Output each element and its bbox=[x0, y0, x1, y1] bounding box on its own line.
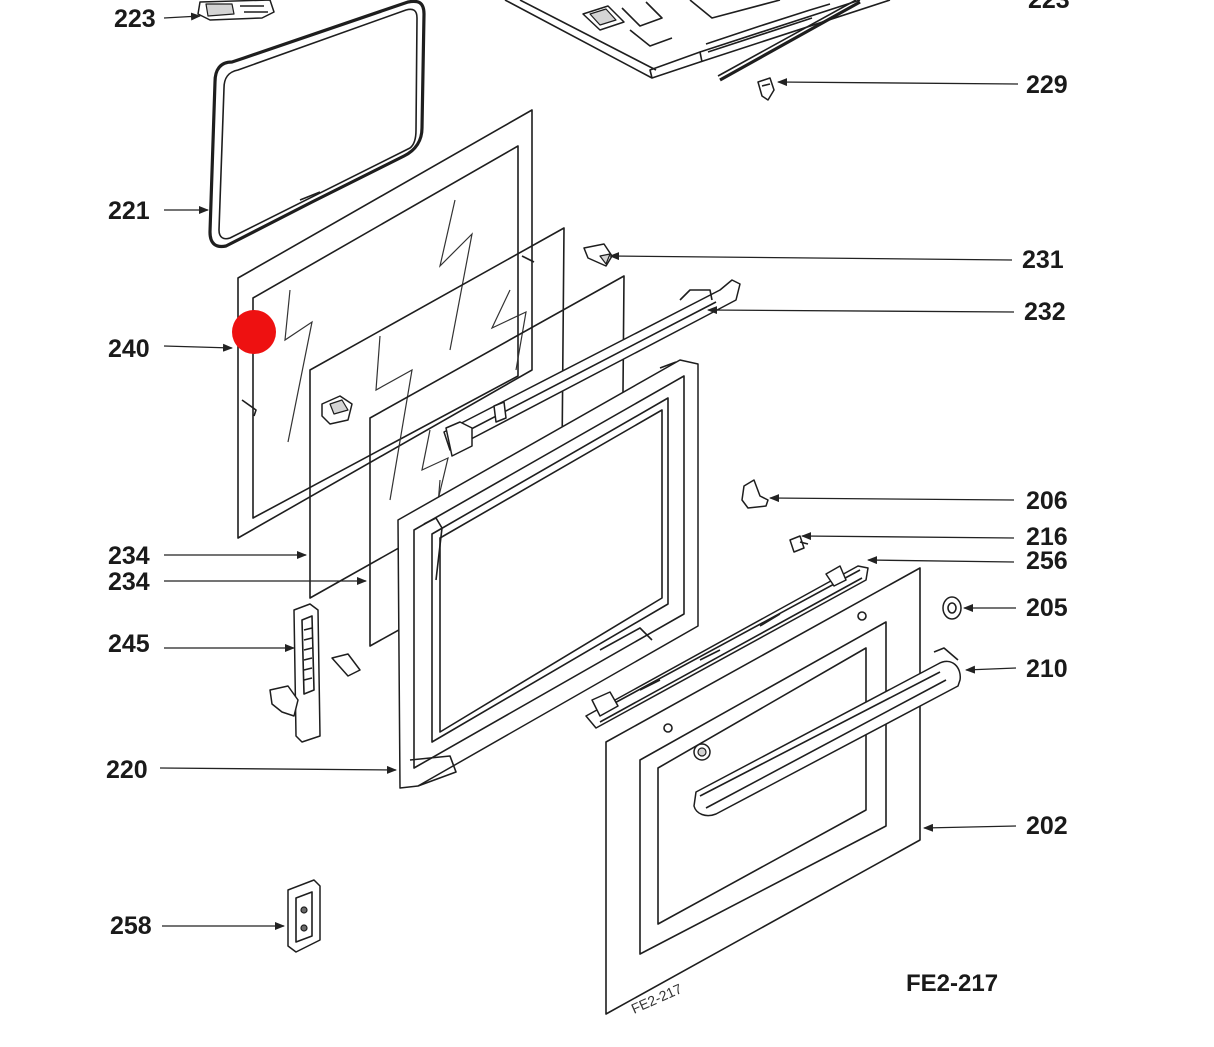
label-220: 220 bbox=[106, 756, 148, 784]
label-234-first: 234 bbox=[108, 542, 150, 570]
label-202: 202 bbox=[1026, 812, 1068, 840]
label-210: 210 bbox=[1026, 655, 1068, 683]
part-232-top-rail bbox=[443, 279, 741, 457]
part-202-front-door bbox=[605, 567, 921, 1015]
part-223-hinge bbox=[197, 0, 275, 21]
diagram-code: FE2-217 bbox=[906, 970, 998, 997]
label-221: 221 bbox=[108, 197, 150, 225]
part-220-door-frame bbox=[397, 359, 699, 789]
label-206: 206 bbox=[1026, 487, 1068, 515]
label-223: 223 bbox=[114, 5, 156, 33]
label-234-second: 234 bbox=[108, 568, 150, 596]
label-232: 232 bbox=[1024, 298, 1066, 326]
part-206-clip bbox=[741, 479, 769, 509]
label-216: 216 bbox=[1026, 523, 1068, 551]
part-231-bracket bbox=[583, 243, 613, 267]
callout-labels: 223 223 229 221 231 232 240 206 216 256 … bbox=[106, 0, 1070, 940]
part-221-gasket bbox=[208, 0, 426, 249]
label-231: 231 bbox=[1022, 246, 1064, 274]
part-oven-body bbox=[504, 0, 891, 82]
part-245-hinge bbox=[269, 603, 361, 743]
part-258-bracket bbox=[287, 879, 321, 953]
label-229: 229 bbox=[1026, 71, 1068, 99]
part-210-handle bbox=[693, 647, 961, 817]
label-258: 258 bbox=[110, 912, 152, 940]
label-240: 240 bbox=[108, 335, 150, 363]
part-229-clip bbox=[757, 77, 775, 101]
leader-lines bbox=[159, 12, 1019, 930]
label-256: 256 bbox=[1026, 547, 1068, 575]
part-205-knob bbox=[942, 596, 962, 620]
part-256-hinge-rail bbox=[585, 565, 869, 729]
label-205: 205 bbox=[1026, 594, 1068, 622]
label-245: 245 bbox=[108, 630, 150, 658]
part-216-screw bbox=[789, 535, 809, 553]
part-240-outer-glass bbox=[237, 109, 533, 539]
red-marker-dot bbox=[232, 310, 276, 354]
label-223-top-right: 223 bbox=[1028, 0, 1070, 14]
